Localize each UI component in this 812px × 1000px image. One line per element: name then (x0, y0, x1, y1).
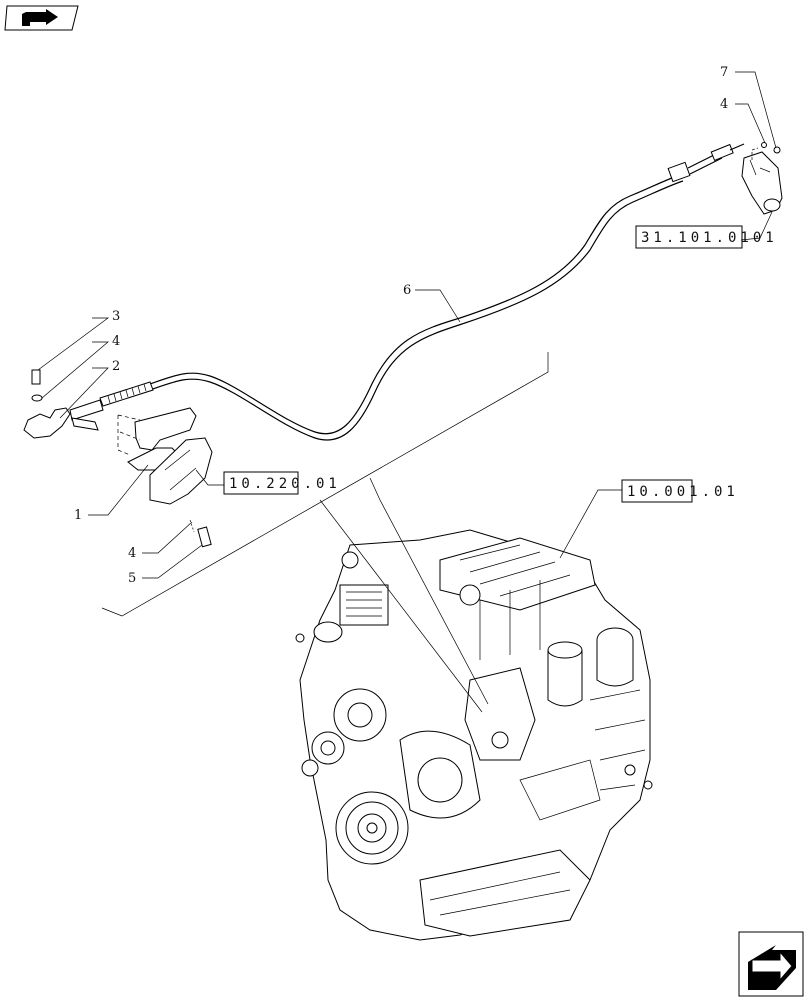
callout-4-top: 4 (720, 97, 728, 112)
svg-text:10.220.01: 10.220.01 (229, 476, 341, 492)
callout-4-left: 4 (112, 334, 120, 349)
svg-text:10.001.01: 10.001.01 (627, 484, 739, 500)
upper-bracket (741, 142, 783, 215)
throttle-cable (99, 143, 745, 441)
engine-block (295, 529, 653, 941)
reference-31-101-0101[interactable]: 31.101.0101 (635, 225, 778, 249)
callout-1: 1 (74, 508, 82, 523)
callout-7: 7 (720, 65, 728, 80)
callout-2: 2 (112, 359, 120, 374)
leader-lines (37, 71, 777, 713)
reference-10-220-01[interactable]: 10.220.01 (223, 471, 341, 495)
lever-assembly (23, 369, 213, 548)
callout-6: 6 (403, 283, 411, 298)
callout-5: 5 (128, 571, 136, 586)
next-page-arrow-icon[interactable] (738, 931, 804, 997)
svg-text:31.101.0101: 31.101.0101 (641, 230, 778, 246)
reference-10-001-01[interactable]: 10.001.01 (621, 479, 739, 503)
callout-4-bottom: 4 (128, 546, 136, 561)
book-arrow-icon[interactable] (4, 5, 79, 31)
callout-3: 3 (112, 309, 120, 324)
